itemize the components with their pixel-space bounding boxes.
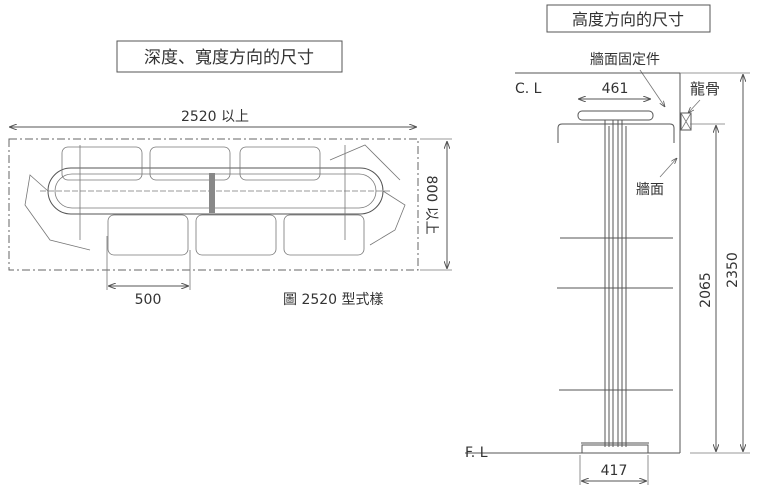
floor-line-label: F. L	[465, 445, 488, 461]
rack-elevation-drawing	[557, 110, 675, 454]
elevation-title: 高度方向的尺寸	[572, 10, 684, 29]
plan-title-box	[116, 40, 343, 73]
wall-label: 牆面	[636, 182, 664, 198]
keel-icon	[680, 112, 692, 131]
elevation-view: 高度方向的尺寸 牆面固定件 C. L F. L 461 龍骨 牆面	[465, 4, 750, 485]
plan-caption: 圖 2520 型式樣	[283, 291, 384, 308]
rack-height-label: 2065	[698, 272, 714, 308]
wall-fixture-label: 牆面固定件	[590, 52, 660, 68]
base-width-label: 417	[601, 463, 628, 479]
ceiling-height-label: 2350	[725, 252, 741, 288]
plan-title: 深度、寬度方向的尺寸	[144, 48, 314, 68]
spacing-dimension-label: 500	[135, 292, 162, 308]
depth-dimension-label: 800 以上	[423, 175, 439, 234]
keel-label: 龍骨	[690, 80, 720, 98]
width-dimension-label: 2520 以上	[181, 109, 249, 125]
top-width-label: 461	[602, 81, 629, 97]
footprint-boundary	[8, 138, 419, 271]
ceiling-line-label: C. L	[515, 81, 542, 97]
rack-plan-drawing	[24, 144, 406, 256]
plan-view: 深度、寬度方向的尺寸 2520 以上 800 以上	[8, 40, 452, 308]
elevation-title-box	[546, 4, 711, 33]
